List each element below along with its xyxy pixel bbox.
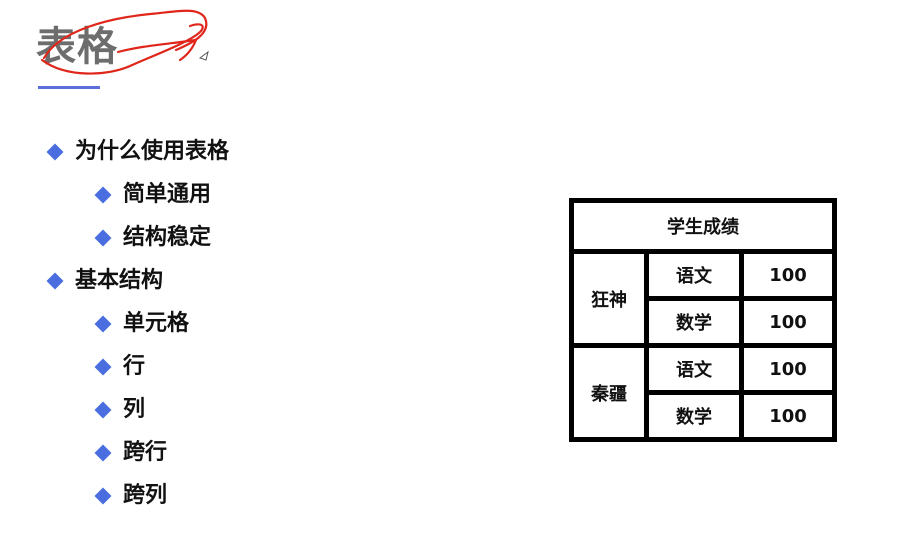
bullet-item: 列 [44,388,229,431]
bullet-text: 基本结构 [75,268,164,293]
bullet-item: 简单通用 [44,173,229,216]
bullet-text: 单元格 [123,311,190,336]
bullet-item: 行 [44,345,229,388]
diamond-bullet-icon [94,358,112,375]
bullet-text: 跨行 [123,440,168,465]
diamond-bullet-icon [94,229,112,246]
score-cell: 100 [739,249,837,301]
diamond-bullet-icon [94,444,112,461]
bullet-text: 跨列 [123,483,168,508]
bullet-item: 跨行 [44,431,229,474]
title-underline [38,86,100,89]
table-row: 狂神 语文 100 [569,249,837,348]
bullet-text: 简单通用 [123,182,212,207]
diamond-bullet-icon [94,186,112,203]
table-row: 秦疆 语文 100 [569,343,837,442]
subject-cell: 语文 [644,343,744,395]
diamond-bullet-icon [46,272,64,289]
subject-cell: 数学 [644,390,744,442]
subject-cell: 数学 [644,296,744,348]
table-caption-cell: 学生成绩 [569,198,837,254]
score-cell: 100 [739,296,837,348]
student-name-cell: 狂神 [569,249,649,348]
diamond-bullet-icon [94,487,112,504]
bullet-text: 为什么使用表格 [75,139,230,164]
score-cell: 100 [739,343,837,395]
slide-title: 表格 [36,24,118,70]
student-name-cell: 秦疆 [569,343,649,442]
bullet-text: 行 [123,354,146,379]
table-row: 学生成绩 [569,198,837,254]
bullet-item: 结构稳定 [44,216,229,259]
bullet-item: 跨列 [44,474,229,517]
bullet-text: 列 [123,397,146,422]
subject-cell: 语文 [644,249,744,301]
table-row: 数学 100 [572,390,837,442]
bullet-list: 为什么使用表格 简单通用 结构稳定 基本结构 单元格 行 列 跨行 跨列 [44,130,229,517]
diamond-bullet-icon [46,143,64,160]
bullet-text: 结构稳定 [123,225,212,250]
score-cell: 100 [739,390,837,442]
table-row: 数学 100 [572,296,837,348]
grades-table: 学生成绩 狂神 语文 100 数学 100 秦疆 语文 100 数学 100 [569,198,837,442]
bullet-item: 基本结构 [44,259,229,302]
bullet-item: 为什么使用表格 [44,130,229,173]
diamond-bullet-icon [94,401,112,418]
diamond-bullet-icon [94,315,112,332]
bullet-item: 单元格 [44,302,229,345]
